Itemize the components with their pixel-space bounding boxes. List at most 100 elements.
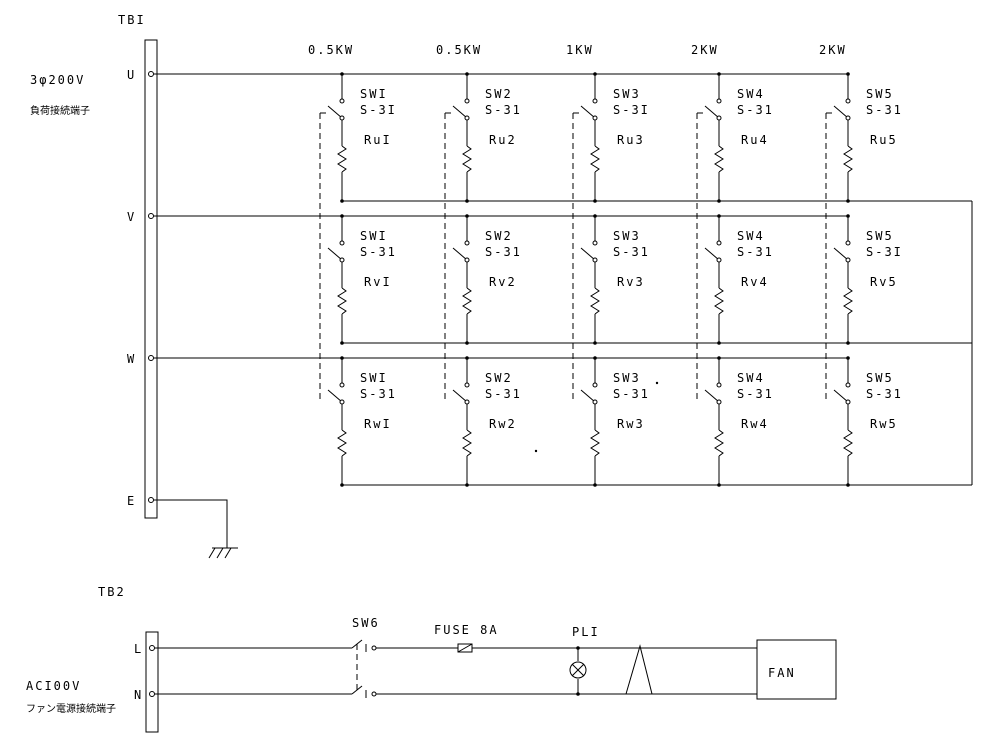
switch-label: SW3 bbox=[613, 87, 641, 101]
terminal-label-l: L bbox=[134, 642, 143, 656]
switch-blade bbox=[327, 389, 343, 403]
resistor-label: Rw4 bbox=[741, 417, 769, 431]
resistor-icon bbox=[714, 429, 724, 457]
switch-contact bbox=[592, 98, 598, 104]
terminal-label-v: V bbox=[127, 210, 136, 224]
switch-contact bbox=[592, 399, 598, 405]
stray-dot-1 bbox=[655, 381, 659, 385]
terminal-e bbox=[148, 497, 154, 503]
switch-blade bbox=[833, 389, 849, 403]
resistor-icon bbox=[337, 287, 347, 315]
switch-model-label: S-31 bbox=[737, 245, 774, 259]
switch-contact bbox=[592, 240, 598, 246]
switch-label: SW2 bbox=[485, 371, 513, 385]
resistor-label: RuI bbox=[364, 133, 392, 147]
switch-model-label: S-31 bbox=[866, 103, 903, 117]
resistor-icon bbox=[843, 145, 853, 173]
resistor-icon bbox=[462, 145, 472, 173]
switch-label: SW3 bbox=[613, 371, 641, 385]
rating-label-3: 1KW bbox=[566, 43, 594, 57]
switch-blade bbox=[580, 105, 596, 119]
spike-symbol bbox=[625, 644, 653, 695]
switch-blade bbox=[833, 247, 849, 261]
switch-contact bbox=[339, 240, 345, 246]
switch-contact bbox=[339, 399, 345, 405]
resistor-icon bbox=[714, 287, 724, 315]
stray-dot-2 bbox=[534, 449, 538, 453]
ground-symbol bbox=[154, 499, 238, 559]
rating-label-1: 0.5KW bbox=[308, 43, 354, 57]
fan-label: FAN bbox=[768, 666, 796, 680]
switch-contact bbox=[845, 257, 851, 263]
switch-label: SW4 bbox=[737, 371, 765, 385]
switch-contact bbox=[464, 115, 470, 121]
resistor-icon bbox=[462, 429, 472, 457]
pilot-lamp-icon bbox=[569, 661, 587, 679]
terminal-u bbox=[148, 71, 154, 77]
terminal-l bbox=[149, 645, 155, 651]
switch-blade bbox=[452, 389, 468, 403]
switch-contact bbox=[592, 257, 598, 263]
switch-model-label: S-31 bbox=[613, 387, 650, 401]
resistor-icon bbox=[843, 429, 853, 457]
sw6-switch bbox=[351, 639, 377, 698]
tb1-label: TBI bbox=[118, 13, 146, 27]
resistor-icon bbox=[337, 429, 347, 457]
resistor-icon bbox=[337, 145, 347, 173]
resistor-label: Rw2 bbox=[489, 417, 517, 431]
switch-label: SW2 bbox=[485, 87, 513, 101]
switch-contact bbox=[845, 399, 851, 405]
switch-blade bbox=[327, 105, 343, 119]
resistor-label: RvI bbox=[364, 275, 392, 289]
resistor-label: Ru2 bbox=[489, 133, 517, 147]
resistor-icon bbox=[462, 287, 472, 315]
rating-label-4: 2KW bbox=[691, 43, 719, 57]
switch-contact bbox=[339, 257, 345, 263]
switch-contact bbox=[716, 382, 722, 388]
switch-label: SW5 bbox=[866, 229, 894, 243]
resistor-icon bbox=[843, 287, 853, 315]
switch-model-label: S-31 bbox=[485, 245, 522, 259]
switch-blade bbox=[580, 247, 596, 261]
switch-contact bbox=[845, 115, 851, 121]
switch-model-label: S-3I bbox=[613, 103, 650, 117]
resistor-label: Rv2 bbox=[489, 275, 517, 289]
resistor-icon bbox=[590, 287, 600, 315]
rating-label-2: 0.5KW bbox=[436, 43, 482, 57]
resistor-label: Ru5 bbox=[870, 133, 898, 147]
switch-label: SWI bbox=[360, 87, 388, 101]
switch-blade bbox=[704, 389, 720, 403]
resistor-label: Rv5 bbox=[870, 275, 898, 289]
resistor-icon bbox=[590, 429, 600, 457]
switch-model-label: S-31 bbox=[360, 245, 397, 259]
switch-contact bbox=[464, 382, 470, 388]
fan-box bbox=[756, 639, 837, 700]
rating-label-5: 2KW bbox=[819, 43, 847, 57]
terminal-label-u: U bbox=[127, 68, 136, 82]
switch-contact bbox=[464, 98, 470, 104]
terminal-v bbox=[148, 213, 154, 219]
resistor-label: Ru4 bbox=[741, 133, 769, 147]
switch-contact bbox=[339, 382, 345, 388]
terminal-n bbox=[149, 691, 155, 697]
resistor-label: Rw5 bbox=[870, 417, 898, 431]
terminal-label-n: N bbox=[134, 688, 143, 702]
tb2-terminal-block bbox=[145, 631, 159, 733]
resistor-label: RwI bbox=[364, 417, 392, 431]
switch-contact bbox=[339, 115, 345, 121]
switch-model-label: S-31 bbox=[613, 245, 650, 259]
resistor-icon bbox=[714, 145, 724, 173]
switch-label: SWI bbox=[360, 229, 388, 243]
